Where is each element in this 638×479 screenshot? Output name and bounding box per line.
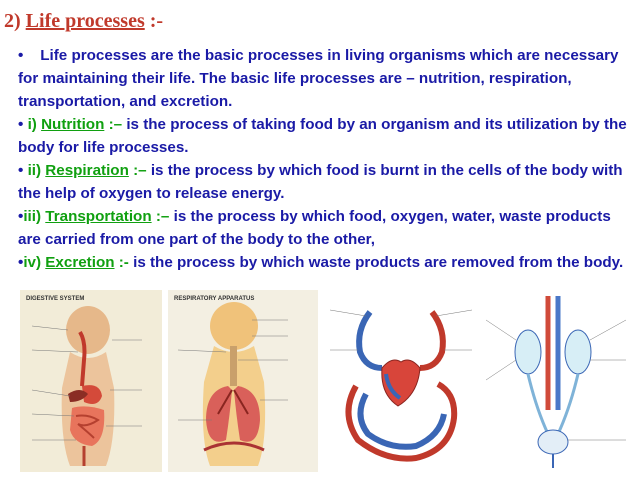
definition: is the process by which food, oxygen, wa… (18, 208, 611, 248)
title-suffix: :- (144, 10, 164, 32)
respiratory-apparatus-figure: RESPIRATORY APPARATUS (168, 290, 318, 472)
term-excretion: Excretion (45, 254, 115, 271)
slide-title: 2) Life processes :- (4, 10, 163, 33)
separator: :- (118, 254, 129, 271)
definition: is the process by which waste products a… (133, 254, 624, 271)
title-prefix: 2) (4, 10, 26, 32)
digestive-heading: DIGESTIVE SYSTEM (26, 296, 84, 302)
respiratory-heading: RESPIRATORY APPARATUS (174, 296, 254, 302)
digestive-system-illustration: DIGESTIVE SYSTEM (20, 290, 162, 472)
separator: :– (108, 116, 123, 133)
digestive-system-figure: DIGESTIVE SYSTEM (20, 290, 162, 472)
circulatory-system-figure (326, 290, 476, 472)
term-respiration: Respiration (45, 162, 129, 179)
bullet: • (18, 116, 24, 133)
separator: :– (155, 208, 170, 225)
bullet: • (18, 47, 24, 64)
bullet: • (18, 162, 24, 179)
term-nutrition: Nutrition (41, 116, 105, 133)
point-transportation: •iii) Transportation :– is the process b… (18, 205, 628, 251)
point-number: iii) (23, 208, 42, 225)
point-excretion: •iv) Excretion :- is the process by whic… (18, 251, 628, 274)
point-number: ii) (27, 162, 42, 179)
separator: :– (133, 162, 147, 179)
bullet: • (18, 208, 24, 225)
bullet: • (18, 254, 24, 271)
point-number: i) (27, 116, 37, 133)
definition: is the process by which food is burnt in… (18, 162, 623, 202)
excretory-system-illustration (482, 290, 630, 472)
point-number: iv) (23, 254, 42, 271)
excretory-system-figure (482, 290, 630, 472)
point-respiration: • ii) Respiration :– is the process by w… (18, 159, 628, 205)
title-main: Life processes (25, 10, 145, 32)
term-transportation: Transportation (45, 208, 152, 225)
point-nutrition: • i) Nutrition :– is the process of taki… (18, 113, 628, 159)
definition: is the process of taking food by an orga… (18, 116, 627, 156)
intro-paragraph: • Life processes are the basic processes… (18, 44, 628, 113)
intro-text: Life processes are the basic processes i… (18, 47, 619, 110)
circulatory-system-illustration (326, 290, 476, 472)
respiratory-apparatus-illustration: RESPIRATORY APPARATUS (168, 290, 318, 472)
